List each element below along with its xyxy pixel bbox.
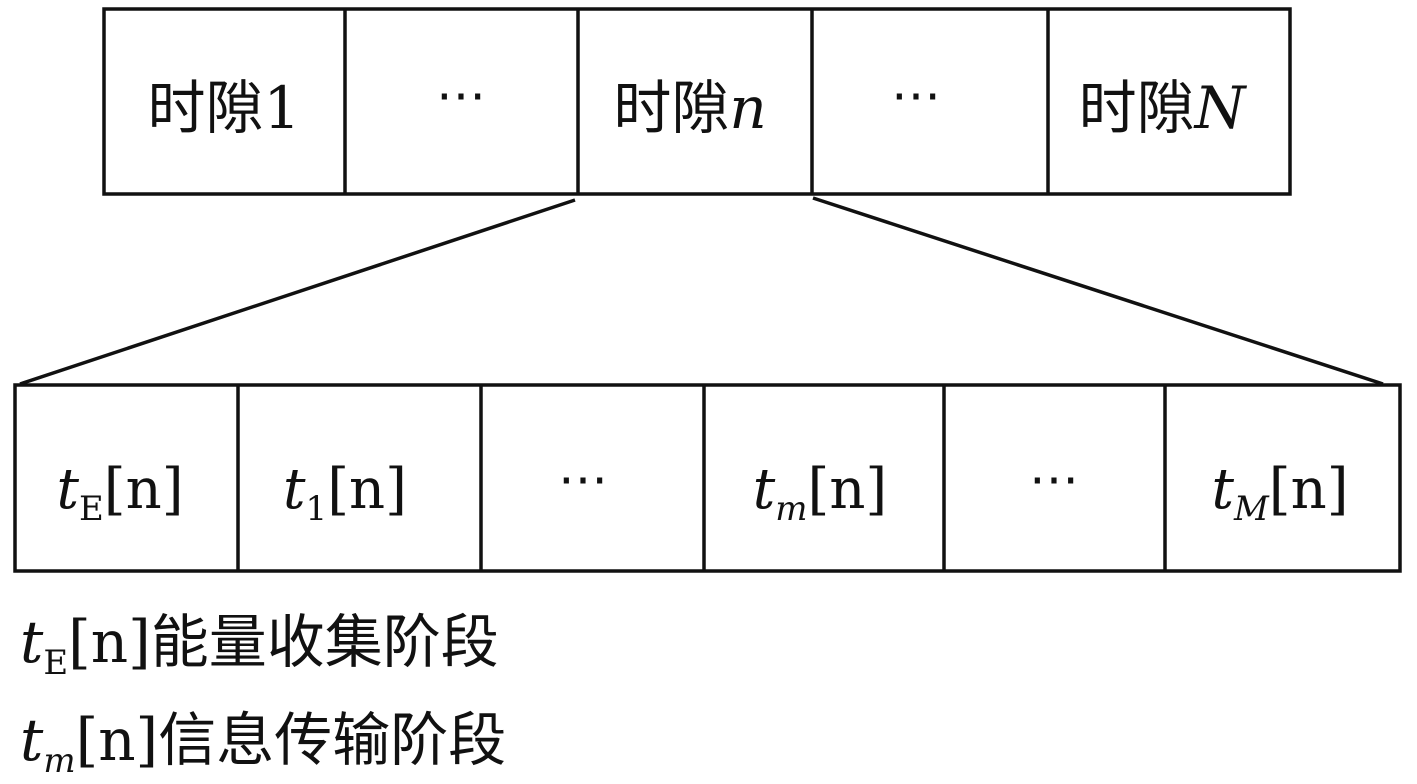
subslot-label-tM: tM[n] [1211,457,1348,529]
slot-ellipsis-1: ⋯ [436,66,486,124]
slot-label-N: 时隙N [1079,74,1248,142]
slot-label-1: 时隙1 [148,74,301,142]
zoom-connectors [19,196,1384,386]
subslot-ellipsis-2: ⋯ [1029,450,1079,508]
subslot-label-tm: tm[n] [753,457,888,529]
slot-label-n: 时隙n [613,74,766,142]
subslot-ellipsis-1: ⋯ [558,450,608,508]
slot-ellipsis-2: ⋯ [891,66,941,124]
bottom-row-frame [13,383,1402,573]
legend-energy-harvesting: tE[n]能量收集阶段 [20,608,499,683]
zoom-line-left [19,198,576,386]
subslot-label-t1: t1[n] [283,457,407,529]
top-row [102,7,1292,196]
legend-information-transmission: tm[n]信息传输阶段 [20,706,506,781]
bottom-row [13,383,1402,573]
zoom-line-right [812,196,1384,386]
subslot-label-tE: tE[n] [56,457,183,529]
top-row-frame [102,7,1292,196]
